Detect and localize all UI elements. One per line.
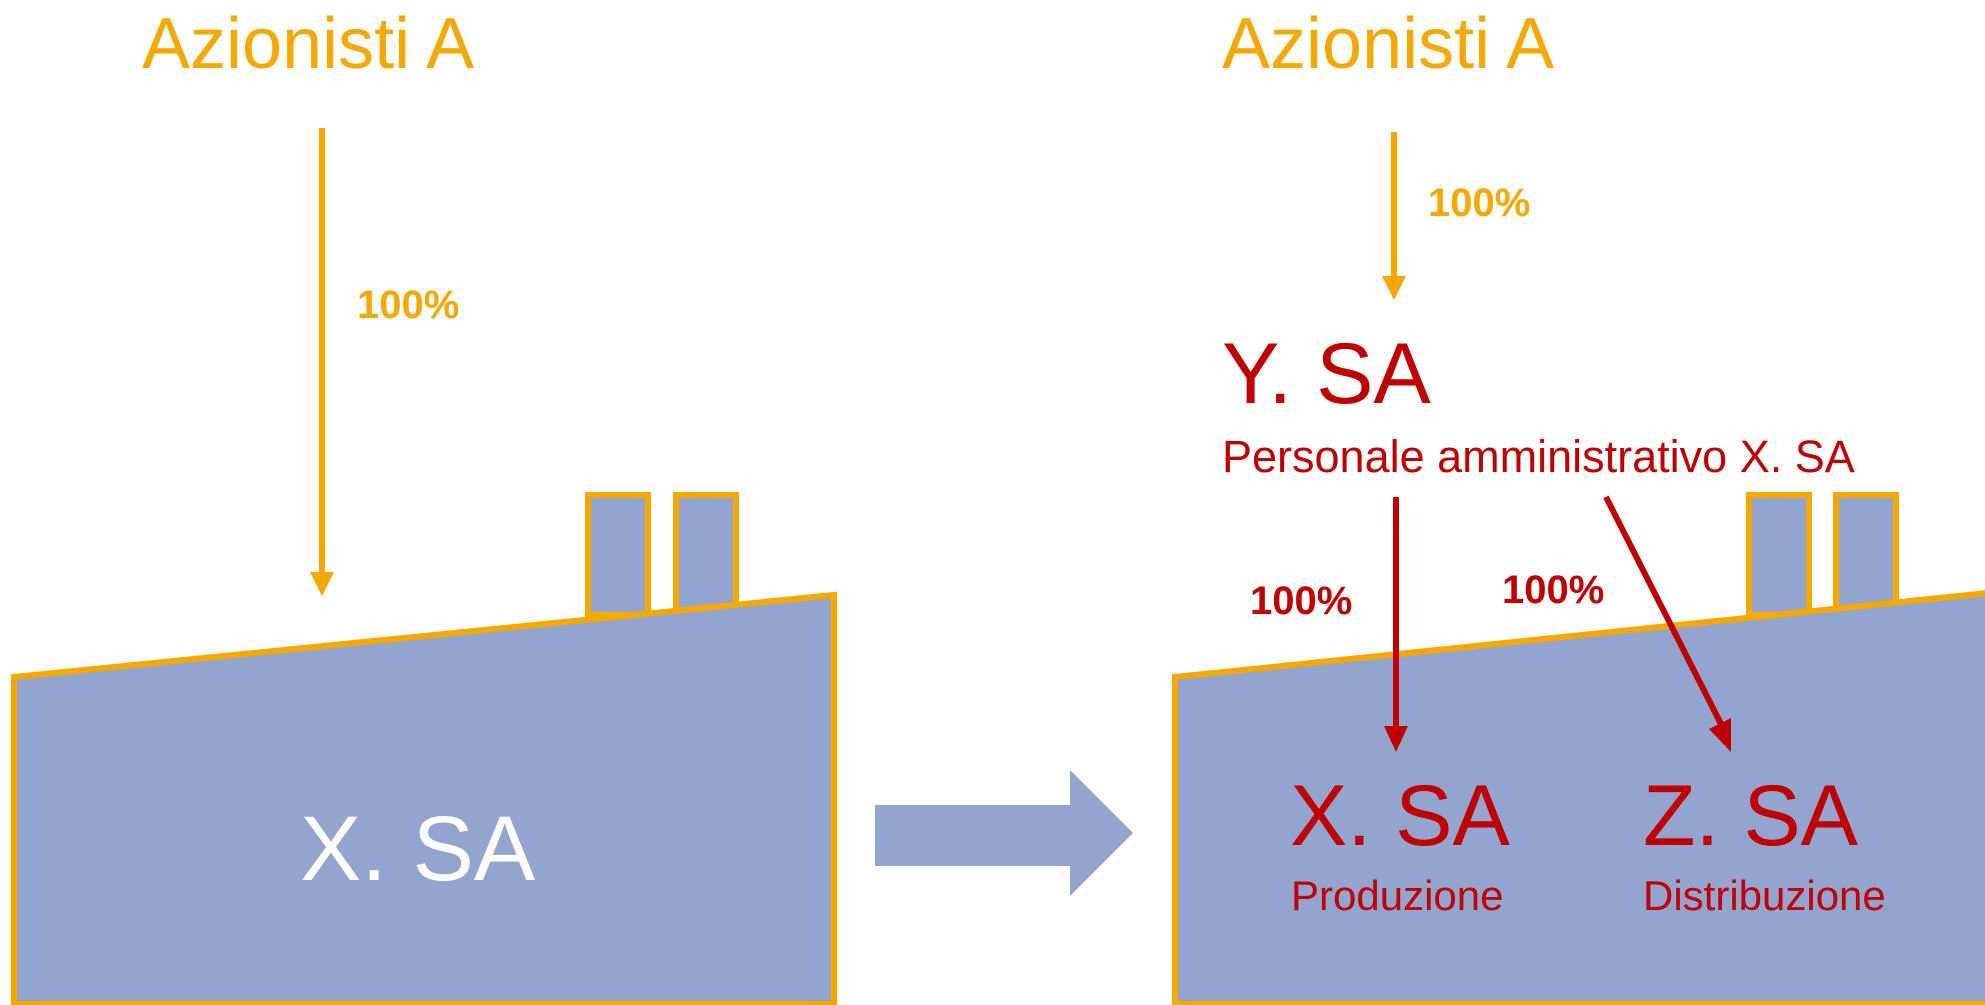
right-shareholders-label: Azionisti A: [1222, 4, 1554, 84]
transition-arrow-icon: [875, 770, 1133, 896]
left-ownership-arrow: [310, 128, 334, 596]
right-ownership-top-label: 100%: [1428, 181, 1530, 225]
left-chimney-1: [585, 492, 651, 618]
company-x-subtitle: Produzione: [1291, 872, 1503, 919]
right-top-ownership-arrow: [1382, 132, 1406, 300]
left-factory-body: [11, 591, 837, 1005]
company-z-subtitle: Distribuzione: [1643, 872, 1886, 919]
right-factory-body: [1172, 590, 1985, 1005]
right-ownership-left-label: 100%: [1250, 579, 1352, 623]
left-company-label: X. SA: [300, 798, 536, 900]
company-x-label: X. SA: [1290, 768, 1511, 864]
right-factory: [1172, 492, 1985, 1005]
right-ownership-right-label: 100%: [1502, 568, 1604, 612]
company-z-label: Z. SA: [1643, 768, 1859, 864]
right-right-ownership-arrow: [1603, 495, 1731, 752]
left-shareholders-label: Azionisti A: [142, 4, 474, 84]
holding-label: Y. SA: [1222, 326, 1431, 422]
right-left-ownership-arrow: [1384, 497, 1408, 752]
left-chimney-2: [673, 492, 739, 618]
right-chimney-2: [1833, 492, 1899, 618]
left-factory: [11, 492, 837, 1005]
left-ownership-label: 100%: [357, 283, 459, 327]
holding-subtitle: Personale amministrativo X. SA: [1222, 431, 1855, 482]
right-chimney-1: [1746, 492, 1812, 618]
